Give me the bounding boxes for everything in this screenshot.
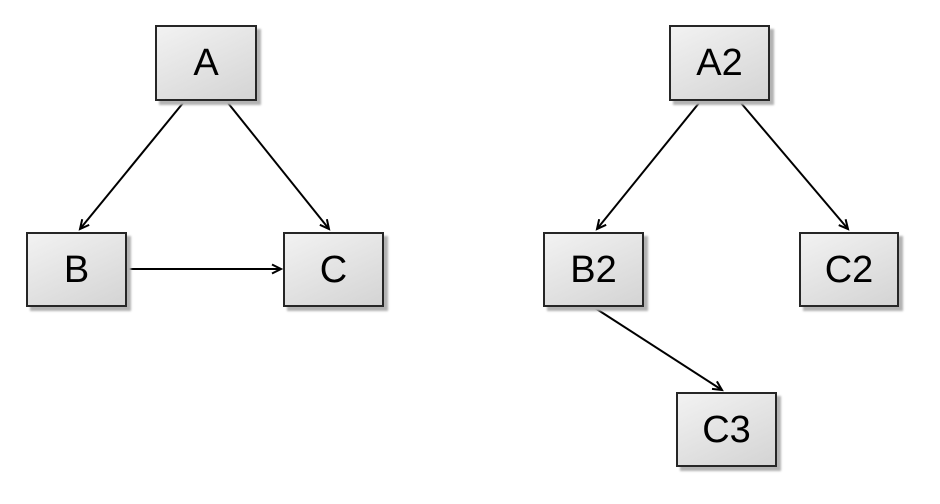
edge-A2-B2 [595, 102, 700, 231]
node-b[interactable]: B [26, 232, 127, 307]
edges-group [78, 102, 850, 392]
node-b2[interactable]: B2 [543, 232, 644, 307]
node-label: B [63, 248, 90, 291]
node-label: C2 [824, 248, 874, 291]
node-label: C [319, 248, 348, 291]
node-label: B2 [570, 248, 617, 291]
edge-A-B [78, 102, 184, 231]
node-c[interactable]: C [283, 232, 384, 307]
edge-A2-C2 [740, 102, 850, 231]
node-c3[interactable]: C3 [676, 392, 777, 467]
edge-A-C [227, 102, 331, 231]
node-c2[interactable]: C2 [799, 232, 899, 307]
node-label: A2 [696, 42, 743, 84]
node-label: A [193, 42, 219, 84]
node-label: C3 [702, 408, 751, 451]
edge-B2-C3 [594, 307, 724, 392]
node-a2[interactable]: A2 [669, 25, 770, 101]
node-a[interactable]: A [155, 25, 257, 101]
